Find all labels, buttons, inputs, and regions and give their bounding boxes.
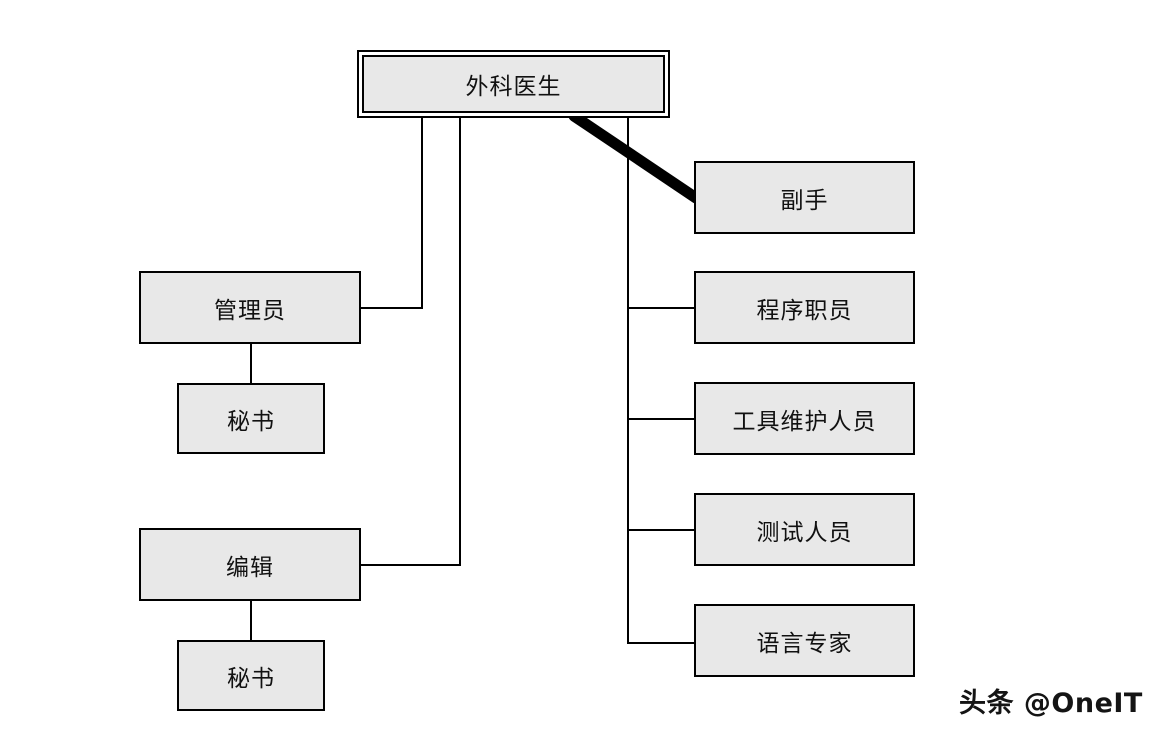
node-chief-surgeon-inner: 外科医生 — [362, 55, 665, 113]
node-administrator-secretary-label: 秘书 — [227, 408, 275, 434]
node-tester-label: 测试人员 — [756, 519, 853, 545]
node-deputy[interactable]: 副手 — [694, 161, 915, 234]
connector-spine-to-program-clerk — [627, 307, 696, 309]
connector-right-spine — [627, 118, 629, 644]
node-language-expert[interactable]: 语言专家 — [694, 604, 915, 677]
connector-root-to-editor-horizontal — [360, 564, 461, 566]
connector-admin-to-secretary — [250, 344, 252, 384]
watermark: 头条 @OneIT — [959, 688, 1143, 719]
node-chief-surgeon[interactable]: 外科医生 — [357, 50, 670, 118]
node-editor-label: 编辑 — [226, 554, 274, 580]
connector-spine-to-tool-maintainer — [627, 418, 696, 420]
connector-editor-to-secretary — [250, 601, 252, 641]
node-editor-secretary-label: 秘书 — [227, 665, 275, 691]
node-program-clerk-label: 程序职员 — [756, 297, 853, 323]
connector-root-to-deputy-diagonal — [568, 110, 702, 204]
node-language-expert-label: 语言专家 — [756, 630, 853, 656]
node-editor[interactable]: 编辑 — [139, 528, 361, 601]
connector-root-to-editor-vertical — [459, 118, 461, 566]
connector-spine-to-language-expert — [627, 642, 696, 644]
connector-spine-to-tester — [627, 529, 696, 531]
node-program-clerk[interactable]: 程序职员 — [694, 271, 915, 344]
node-tester[interactable]: 测试人员 — [694, 493, 915, 566]
node-tool-maintainer-label: 工具维护人员 — [732, 408, 877, 434]
node-administrator-secretary[interactable]: 秘书 — [177, 383, 325, 454]
node-tool-maintainer[interactable]: 工具维护人员 — [694, 382, 915, 455]
node-administrator-label: 管理员 — [214, 297, 286, 323]
connector-root-to-admin-horizontal — [360, 307, 423, 309]
node-administrator[interactable]: 管理员 — [139, 271, 361, 344]
connector-root-to-admin-vertical — [421, 118, 423, 309]
node-editor-secretary[interactable]: 秘书 — [177, 640, 325, 711]
node-deputy-label: 副手 — [780, 187, 829, 213]
node-chief-surgeon-label: 外科医生 — [465, 74, 562, 99]
